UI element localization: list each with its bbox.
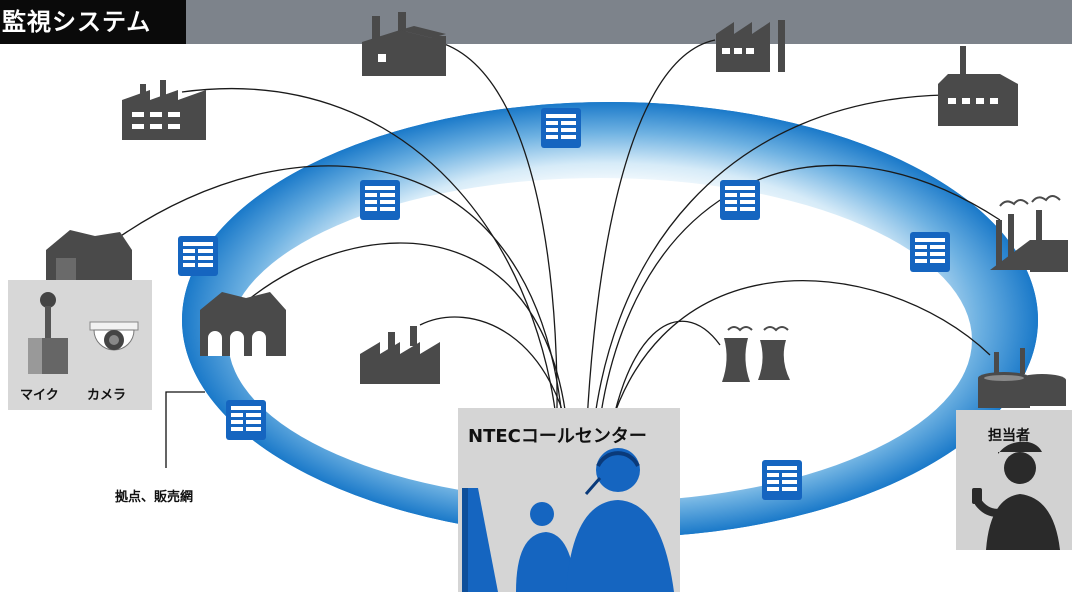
- office-building-icon: [360, 180, 400, 220]
- office-building-icon: [720, 180, 760, 220]
- mic-label: マイク: [20, 388, 59, 403]
- base-network-label: 拠点、販売網: [115, 490, 194, 505]
- office-building-icon: [226, 400, 266, 440]
- call-center-panel: [458, 408, 680, 592]
- call-center-label: NTECコールセンター: [468, 426, 647, 447]
- arched-building-icon: [200, 292, 286, 356]
- cooling-tower-icon: [722, 326, 790, 382]
- camera-label: カメラ: [87, 388, 127, 403]
- label-pointer-line: [165, 391, 205, 468]
- factory-icon: [362, 12, 446, 76]
- staff-silhouette-icon: [972, 441, 1060, 550]
- operator-silhouette-icon: [462, 448, 674, 592]
- camera-icon: [89, 321, 139, 351]
- factory-icon: [716, 20, 785, 72]
- warehouse-icon: [46, 230, 132, 280]
- factory-icon: [938, 46, 1018, 126]
- office-building-icon: [541, 108, 581, 148]
- office-building-icon: [762, 460, 802, 500]
- page-title: 監視システム: [0, 0, 186, 44]
- device-panel: [8, 280, 152, 410]
- factory-icon: [360, 326, 440, 384]
- factory-icon: [122, 80, 206, 140]
- microphone-icon: [28, 292, 68, 374]
- office-building-icon: [178, 236, 218, 276]
- staff-label: 担当者: [988, 428, 1030, 444]
- office-building-icon: [910, 232, 950, 272]
- staff-panel: [956, 410, 1072, 550]
- storage-tank-icon: [978, 348, 1066, 408]
- refinery-icon: [990, 195, 1068, 272]
